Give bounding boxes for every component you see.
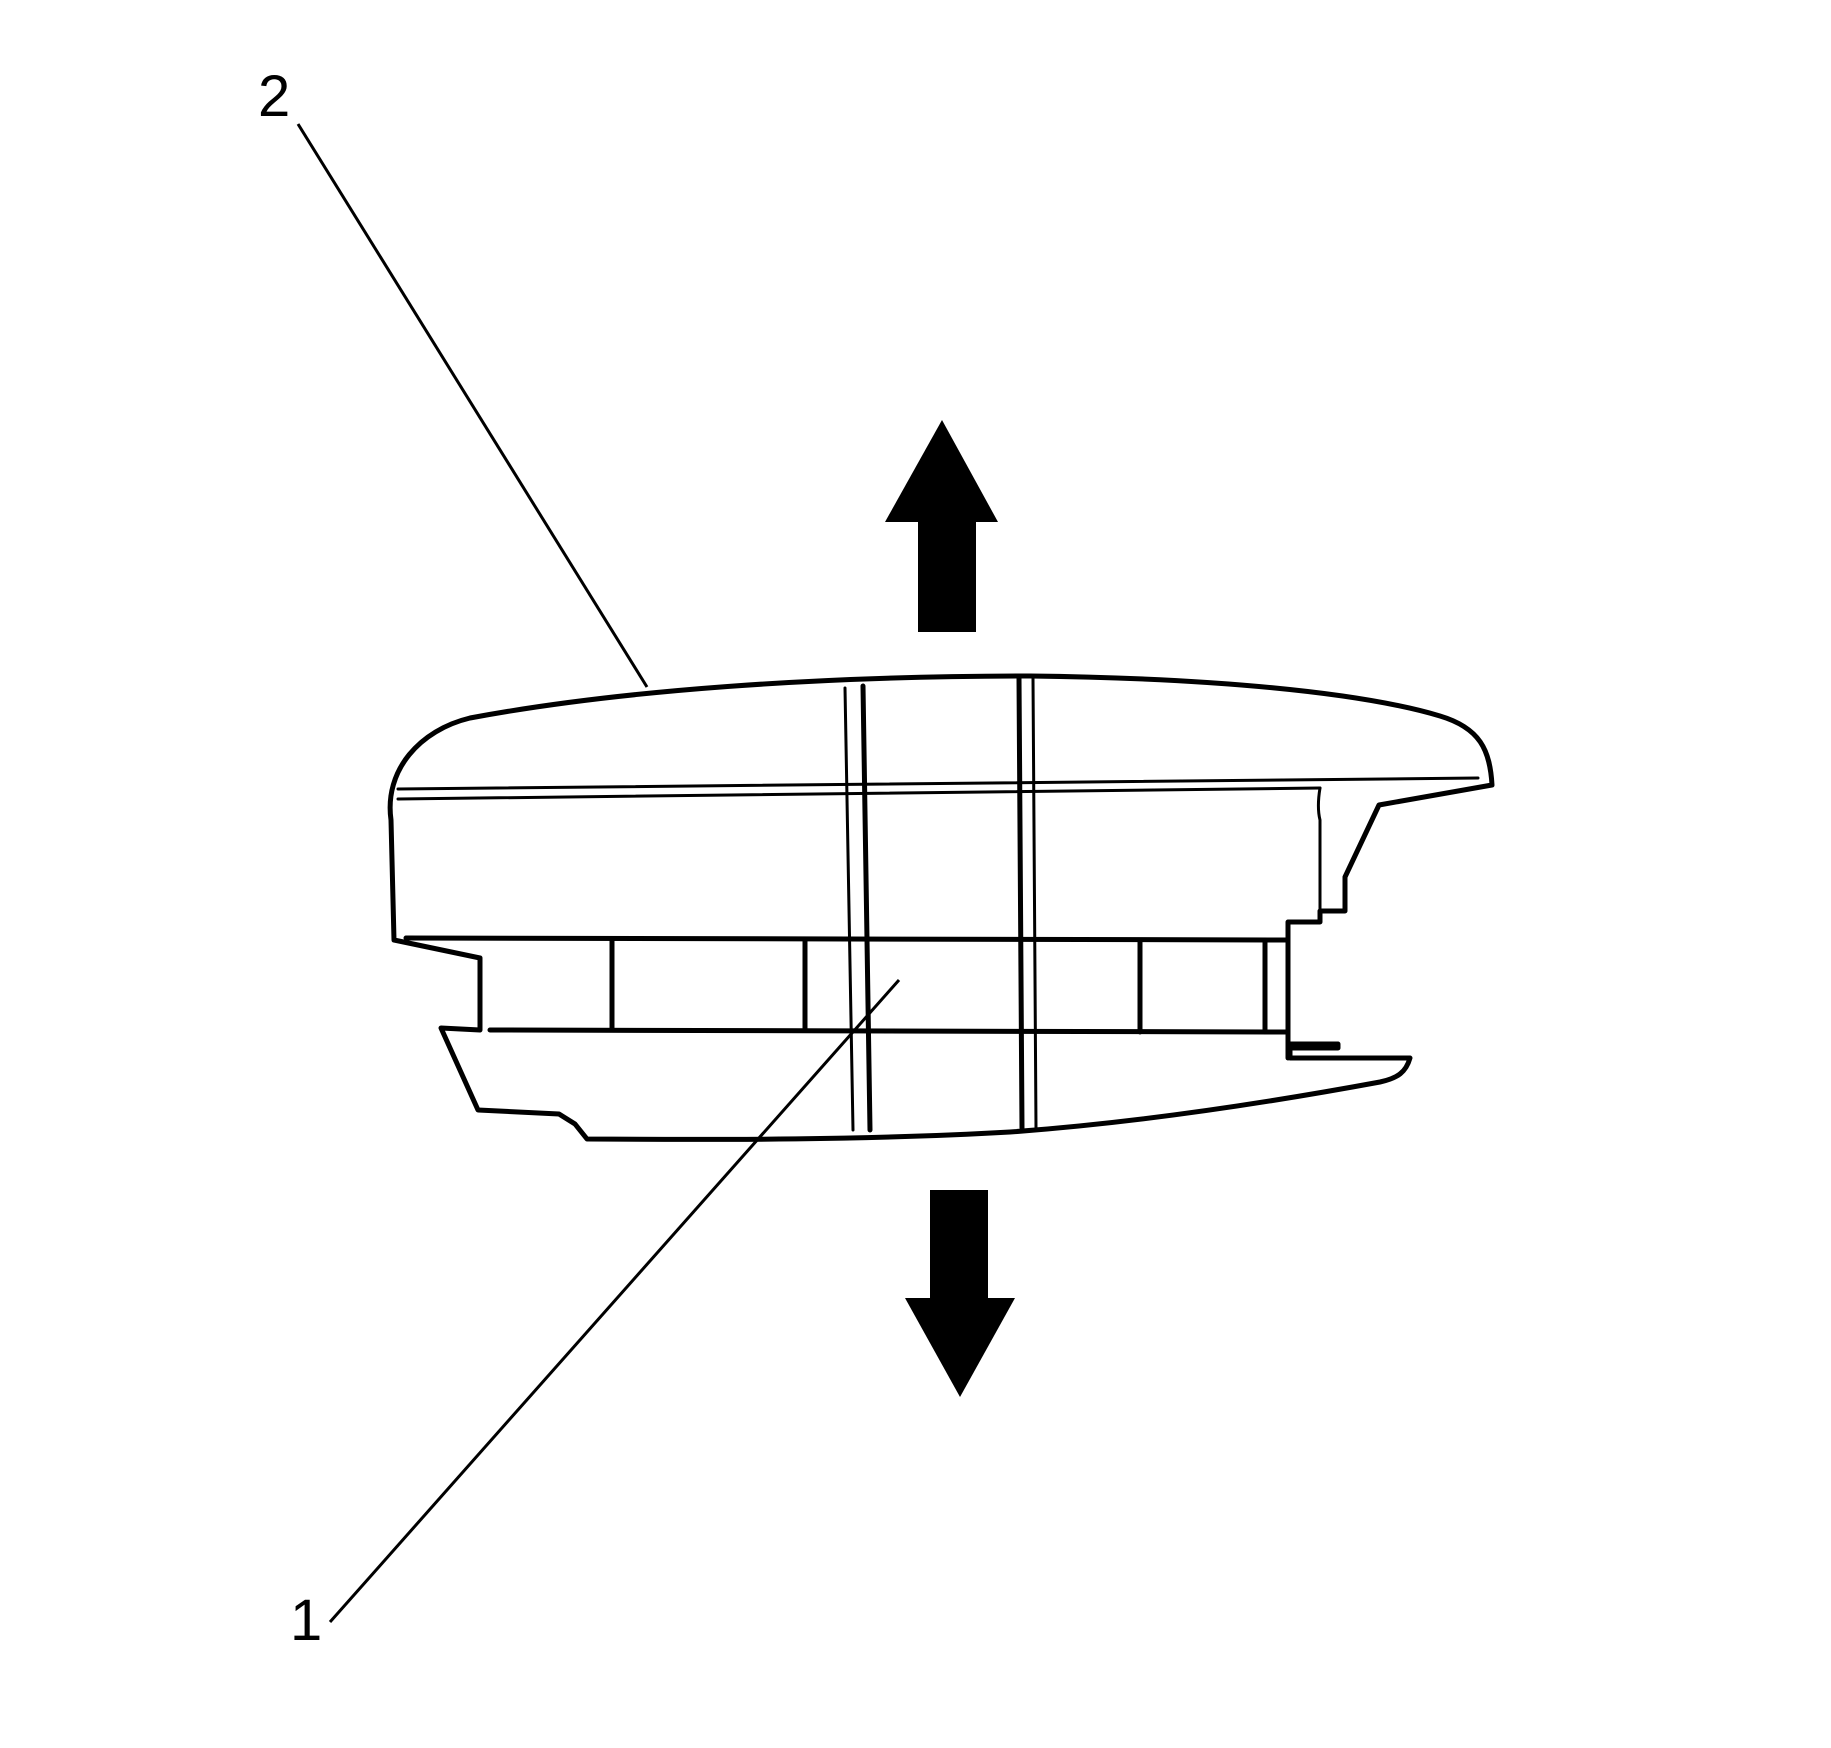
cap-housing (387, 673, 1495, 1142)
leader-line-2 (296, 123, 649, 688)
arrow-down-icon (905, 1190, 1015, 1397)
callout-label-2: 2 (258, 64, 290, 129)
callout-label-1: 1 (290, 1588, 322, 1653)
leader-line-1 (328, 979, 901, 1623)
arrow-up-icon (885, 420, 998, 632)
